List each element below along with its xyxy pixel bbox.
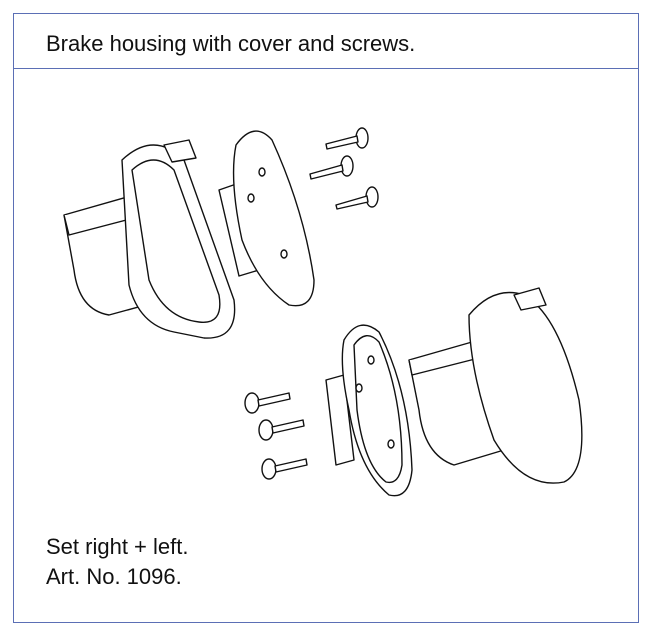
left-cover [218, 130, 315, 307]
brake-housing-illustration [63, 127, 583, 497]
product-title: Brake housing with cover and screws. [46, 31, 416, 56]
product-card: Brake housing with cover and screws. [13, 13, 639, 623]
set-description: Set right + left. [46, 534, 189, 559]
screws-right [244, 392, 308, 480]
card-header: Brake housing with cover and screws. [14, 14, 638, 69]
left-housing [63, 139, 236, 339]
caption: Set right + left. Art. No. 1096. [46, 532, 188, 592]
article-number: Art. No. 1096. [46, 564, 182, 589]
right-cover [325, 324, 413, 497]
right-housing [408, 287, 583, 484]
screws-left [309, 127, 379, 210]
